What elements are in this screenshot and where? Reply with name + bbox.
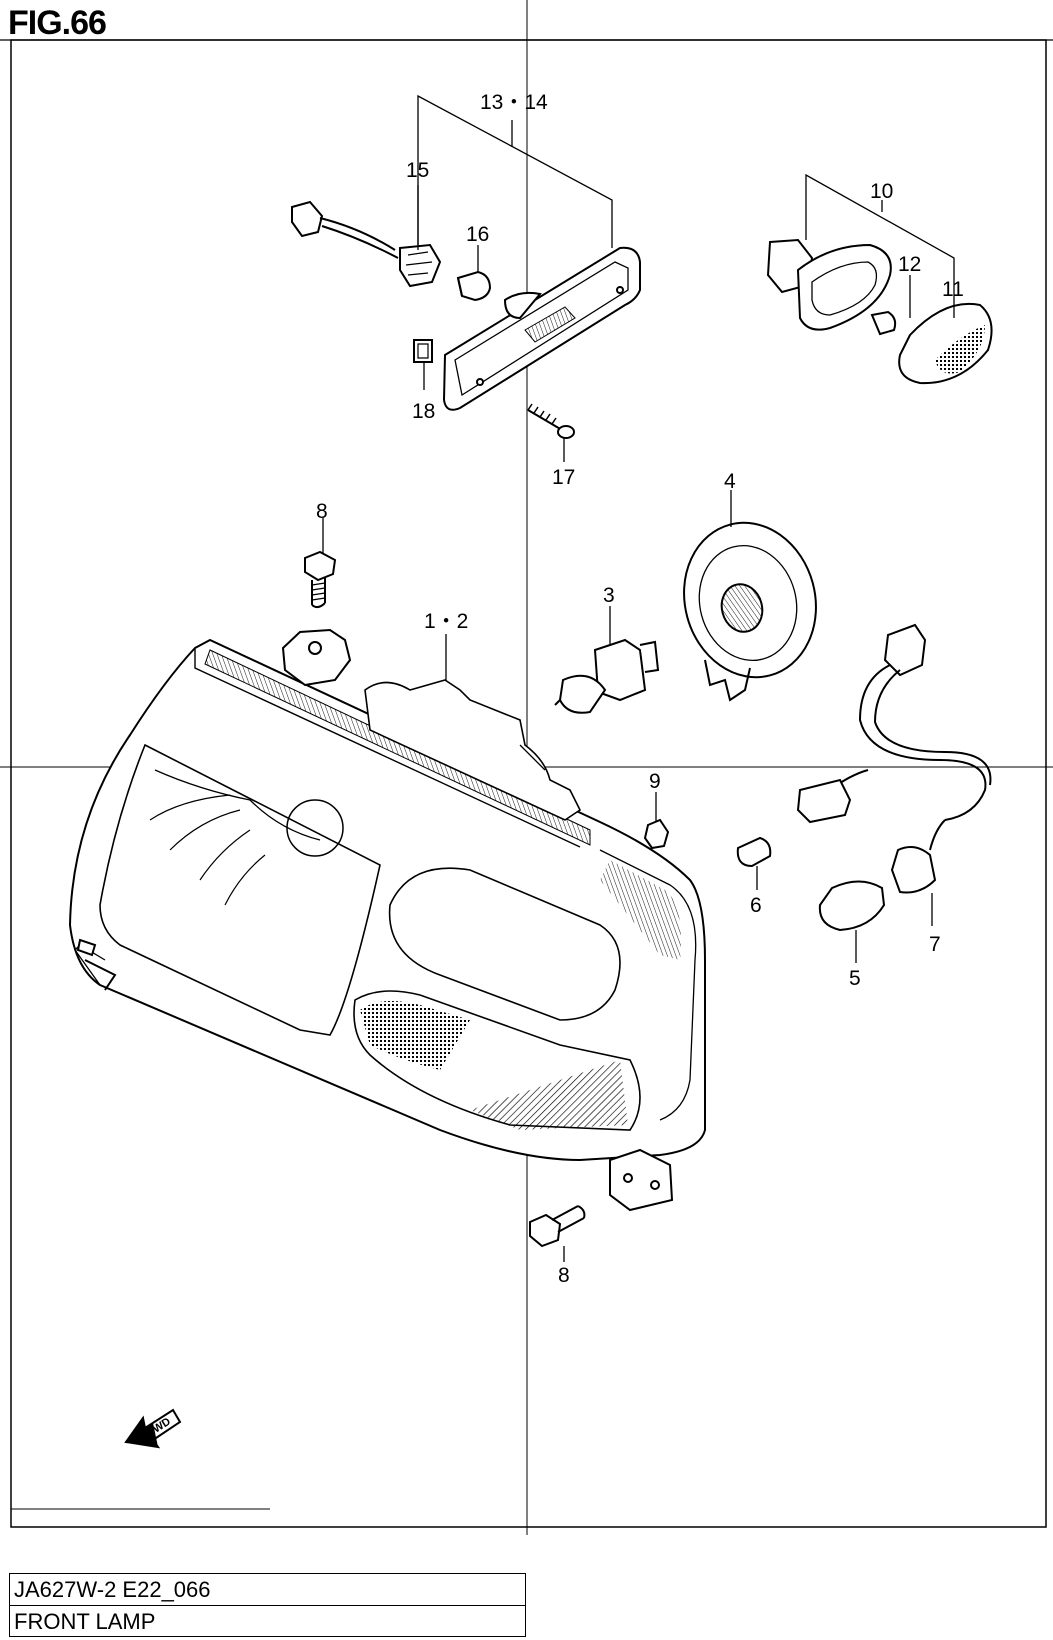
- side-marker-lens: [898, 302, 993, 385]
- grommet-9: [643, 818, 670, 850]
- callout-17: 17: [552, 466, 575, 489]
- callout-4: 4: [724, 470, 736, 493]
- callout-16: 16: [466, 223, 489, 246]
- screw-17: [527, 403, 575, 439]
- bolt-8-bottom: [529, 1205, 586, 1248]
- turn-signal-harness: [796, 623, 992, 894]
- bulb-6: [736, 836, 772, 868]
- callout-11: 11: [942, 278, 964, 301]
- section-name: FRONT LAMP: [10, 1605, 525, 1636]
- bulb-12: [870, 310, 897, 336]
- callout-12: 12: [898, 253, 921, 276]
- side-marker-socket: [766, 238, 892, 331]
- side-lamp-socket-harness: [291, 200, 442, 288]
- callout-13-14: 13・14: [480, 91, 548, 114]
- callout-3: 3: [603, 584, 615, 607]
- bulb-5: [818, 880, 886, 932]
- callout-7: 7: [929, 933, 941, 956]
- callout-1-2: 1・2: [424, 610, 468, 633]
- callout-5: 5: [849, 967, 861, 990]
- headlamp-dust-cap: [683, 521, 817, 702]
- callout-labels: 13・14 15 16 18 17 10 12 11 4 8 3 1・2 9 6…: [316, 91, 964, 1287]
- callout-9: 9: [649, 770, 661, 793]
- clip-18: [413, 339, 433, 363]
- callout-6: 6: [750, 894, 762, 917]
- headlamp-bulb: [554, 638, 660, 714]
- bulb-16: [456, 270, 492, 302]
- callout-8-bottom: 8: [558, 1264, 570, 1287]
- callout-8-top: 8: [316, 500, 328, 523]
- callout-18: 18: [412, 400, 435, 423]
- forward-arrow-icon: FWD: [124, 1408, 182, 1449]
- drawing-frame: [0, 0, 1053, 1535]
- model-code: JA627W-2 E22_066: [14, 1577, 211, 1602]
- side-lamp-assembly: [442, 246, 641, 411]
- figure-title: FIG.66: [8, 4, 107, 42]
- title-block: JA627W-2 E22_066 FRONT LAMP: [9, 1573, 526, 1637]
- callout-10: 10: [870, 180, 893, 203]
- leader-lines: [322, 94, 955, 1262]
- callout-15: 15: [406, 159, 429, 182]
- headlamp-unit: [68, 628, 706, 1212]
- bolt-8-top: [304, 550, 337, 609]
